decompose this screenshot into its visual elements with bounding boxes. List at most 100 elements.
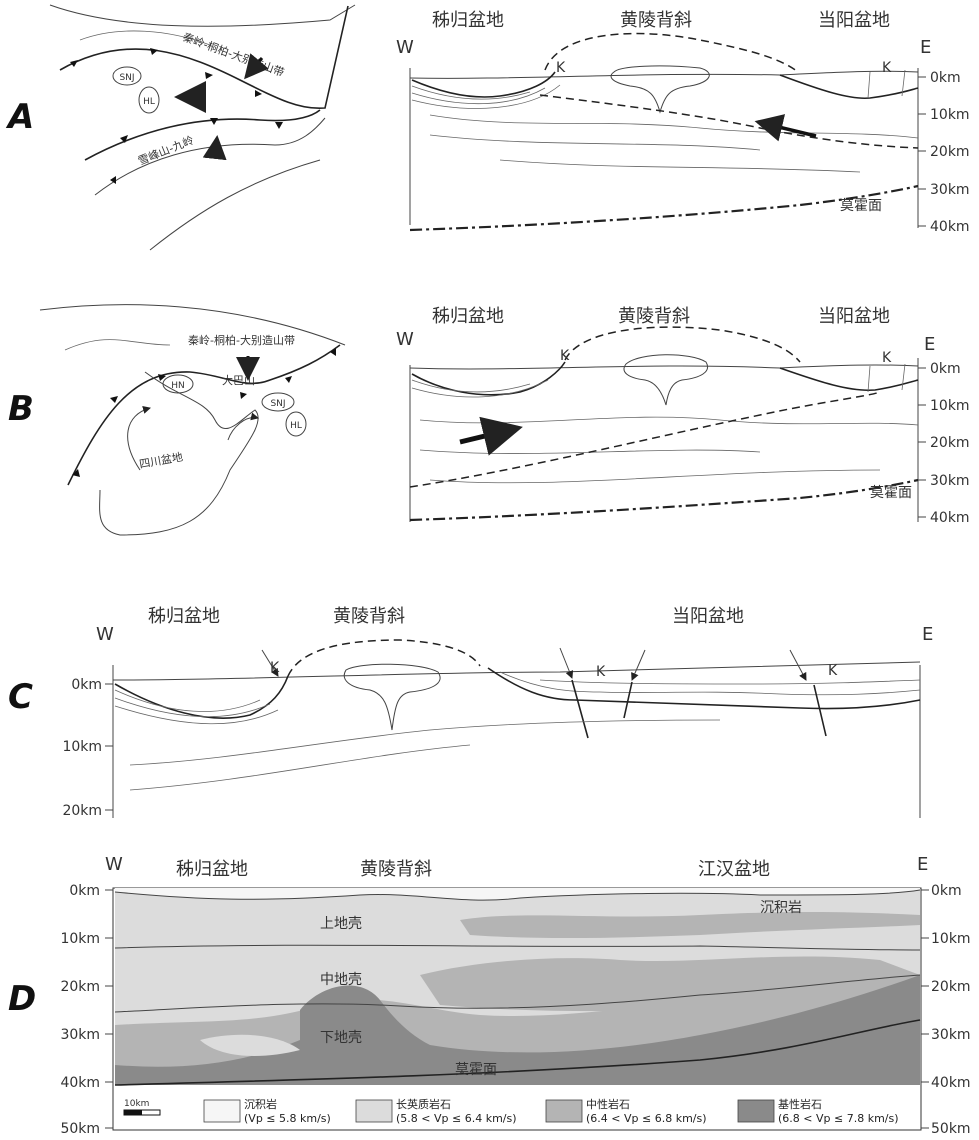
tick-d-right-2: 20km bbox=[931, 979, 971, 995]
map-b-belt-north: 秦岭-桐柏-大别造山带 bbox=[188, 333, 295, 347]
legend-item-sediment: 沉积岩 (Vp ≤ 5.8 km/s) bbox=[203, 1097, 331, 1125]
section-b-ticks: 0km 10km 20km 30km 40km bbox=[918, 361, 970, 526]
map-a-arrow-compression bbox=[244, 53, 269, 80]
panel-c: C 秭归盆地 黄陵背斜 当阳盆地 W E 0km 10km 20km K K K bbox=[8, 606, 933, 819]
panel-a-map: SNJ HL 秦岭-桐柏-大别造山带 雪峰山-九岭 bbox=[49, 4, 356, 251]
map-b-arrow-west-rotation bbox=[127, 406, 151, 471]
section-a-detachment bbox=[539, 94, 919, 149]
section-c-foliation bbox=[129, 719, 721, 791]
map-b-snj-outline bbox=[261, 392, 295, 412]
section-d-upper-crust: 上地壳 bbox=[320, 915, 362, 932]
tick-b-2: 20km bbox=[930, 435, 970, 451]
section-b-basin-west: 秭归盆地 bbox=[432, 306, 504, 327]
section-a-ticks: 0km 10km 20km 30km 40km bbox=[918, 70, 970, 235]
tick-c-0: 0km bbox=[71, 677, 102, 693]
section-b-surface bbox=[409, 364, 919, 370]
section-a-west: W bbox=[396, 37, 414, 58]
section-c-pluton bbox=[343, 663, 441, 731]
section-a-k1: K bbox=[556, 60, 566, 76]
tick-a-2: 20km bbox=[930, 144, 970, 160]
section-a-anticline: 黄陵背斜 bbox=[620, 10, 692, 31]
section-a-east: E bbox=[920, 37, 931, 58]
tick-d-right-1: 10km bbox=[931, 931, 971, 947]
section-d-moho-label: 莫霍面 bbox=[455, 1062, 497, 1078]
panel-a-section: 秭归盆地 黄陵背斜 当阳盆地 W E 0km 10km 20km 30km 40… bbox=[396, 10, 970, 235]
section-c-arrow-k3 bbox=[789, 649, 807, 681]
section-c-east: E bbox=[922, 624, 933, 645]
section-c-basin-west: 秭归盆地 bbox=[148, 606, 220, 627]
section-c-west: W bbox=[96, 624, 114, 645]
section-c-anticline: 黄陵背斜 bbox=[333, 606, 405, 627]
legend-range-intermediate: (6.4 < Vp ≤ 6.8 km/s) bbox=[586, 1112, 707, 1125]
section-a-moho-label: 莫霍面 bbox=[840, 198, 882, 214]
map-b-hl-label: HL bbox=[290, 421, 302, 431]
map-b-fault bbox=[64, 339, 171, 351]
tick-d-left-2: 20km bbox=[60, 979, 100, 995]
section-b-eroded-arch bbox=[564, 326, 801, 363]
tick-d-right-4: 40km bbox=[931, 1075, 971, 1091]
map-b-arrow-east-rotation bbox=[227, 412, 259, 441]
map-b-hn-outline bbox=[162, 374, 194, 394]
panel-a-letter: A bbox=[5, 97, 34, 137]
section-b-moho-label: 莫霍面 bbox=[870, 485, 912, 501]
panel-b-map: HN SNJ HL 秦岭-桐柏-大别造山带 大巴山 四川盆地 bbox=[39, 304, 346, 536]
section-d-ticks-left: 0km 10km 20km 30km 40km 50km bbox=[60, 883, 113, 1137]
map-a-arrow-north bbox=[202, 135, 227, 161]
panel-b-section: 秭归盆地 黄陵背斜 当阳盆地 W E 0km 10km 20km 30km 40… bbox=[396, 306, 970, 526]
tick-b-3: 30km bbox=[930, 473, 970, 489]
section-b-anticline: 黄陵背斜 bbox=[618, 306, 690, 327]
map-a-belt-south: 雪峰山-九岭 bbox=[136, 133, 196, 168]
section-a-pluton bbox=[610, 65, 710, 114]
tick-a-3: 30km bbox=[930, 182, 970, 198]
section-c-ticks: 0km 10km 20km bbox=[62, 677, 113, 819]
tick-b-1: 10km bbox=[930, 398, 970, 414]
section-d-upper-middle-boundary bbox=[114, 944, 921, 951]
section-d-ticks-right: 0km 10km 20km 30km 40km 50km bbox=[921, 883, 971, 1137]
map-b-sichuan-label: 四川盆地 bbox=[138, 450, 184, 471]
map-b-hn-label: HN bbox=[171, 381, 185, 391]
tick-d-left-1: 10km bbox=[60, 931, 100, 947]
map-a-thrust-south bbox=[84, 109, 321, 161]
legend-name-sediment: 沉积岩 bbox=[244, 1097, 277, 1111]
tick-a-1: 10km bbox=[930, 107, 970, 123]
tick-a-4: 40km bbox=[930, 219, 970, 235]
tick-c-1: 10km bbox=[62, 739, 102, 755]
tick-d-right-3: 30km bbox=[931, 1027, 971, 1043]
section-c-faults bbox=[571, 679, 827, 739]
panel-c-letter: C bbox=[8, 677, 33, 717]
section-a-foliation bbox=[429, 114, 919, 173]
section-b-k2: K bbox=[882, 350, 892, 366]
section-c-basin-west-floor bbox=[114, 675, 289, 719]
section-a-k2: K bbox=[882, 60, 892, 76]
panel-a: A SNJ HL 秦岭-桐柏-大别造山带 雪峰山-九岭 bbox=[5, 4, 970, 251]
section-d-felsic-pocket bbox=[200, 1034, 300, 1056]
legend-item-intermediate: 中性岩石 (6.4 < Vp ≤ 6.8 km/s) bbox=[545, 1097, 707, 1125]
map-b-thrust-teeth bbox=[72, 348, 336, 477]
legend-range-mafic: (6.8 < Vp ≤ 7.8 km/s) bbox=[778, 1112, 899, 1125]
map-a-boundary-south bbox=[94, 117, 326, 196]
map-a-hl-label: HL bbox=[143, 97, 155, 107]
legend-range-sediment: (Vp ≤ 5.8 km/s) bbox=[244, 1112, 331, 1125]
section-a-basin-east: 当阳盆地 bbox=[818, 10, 890, 31]
section-d-sediment-fill bbox=[115, 888, 920, 901]
map-b-sichuan-basin bbox=[99, 371, 259, 536]
section-d-legend-bg bbox=[115, 1092, 920, 1128]
section-c-k3: K bbox=[828, 663, 838, 679]
panel-b: B HN SNJ HL 秦岭-桐柏-大别造山带 大巴山 四川盆地 秭归盆地 bbox=[8, 304, 970, 536]
legend-item-mafic: 基性岩石 (6.8 < Vp ≤ 7.8 km/s) bbox=[737, 1097, 899, 1125]
section-d-lower-crust: 下地壳 bbox=[320, 1029, 362, 1046]
map-b-thrust-front bbox=[67, 344, 341, 486]
tick-b-0: 0km bbox=[930, 361, 961, 377]
tick-d-left-4: 40km bbox=[60, 1075, 100, 1091]
map-b-snj-label: SNJ bbox=[270, 399, 285, 409]
legend-name-mafic: 基性岩石 bbox=[778, 1097, 822, 1111]
tick-d-left-3: 30km bbox=[60, 1027, 100, 1043]
map-a-hl-outline bbox=[138, 86, 160, 114]
map-a-snj-label: SNJ bbox=[119, 73, 134, 83]
section-a-basin-west-floor bbox=[411, 71, 556, 98]
section-d-middle-lower-boundary bbox=[114, 974, 921, 1013]
legend-swatch-felsic bbox=[355, 1099, 393, 1123]
map-b-boundary-top bbox=[39, 304, 346, 346]
section-a-basin-east-faults bbox=[867, 69, 906, 99]
